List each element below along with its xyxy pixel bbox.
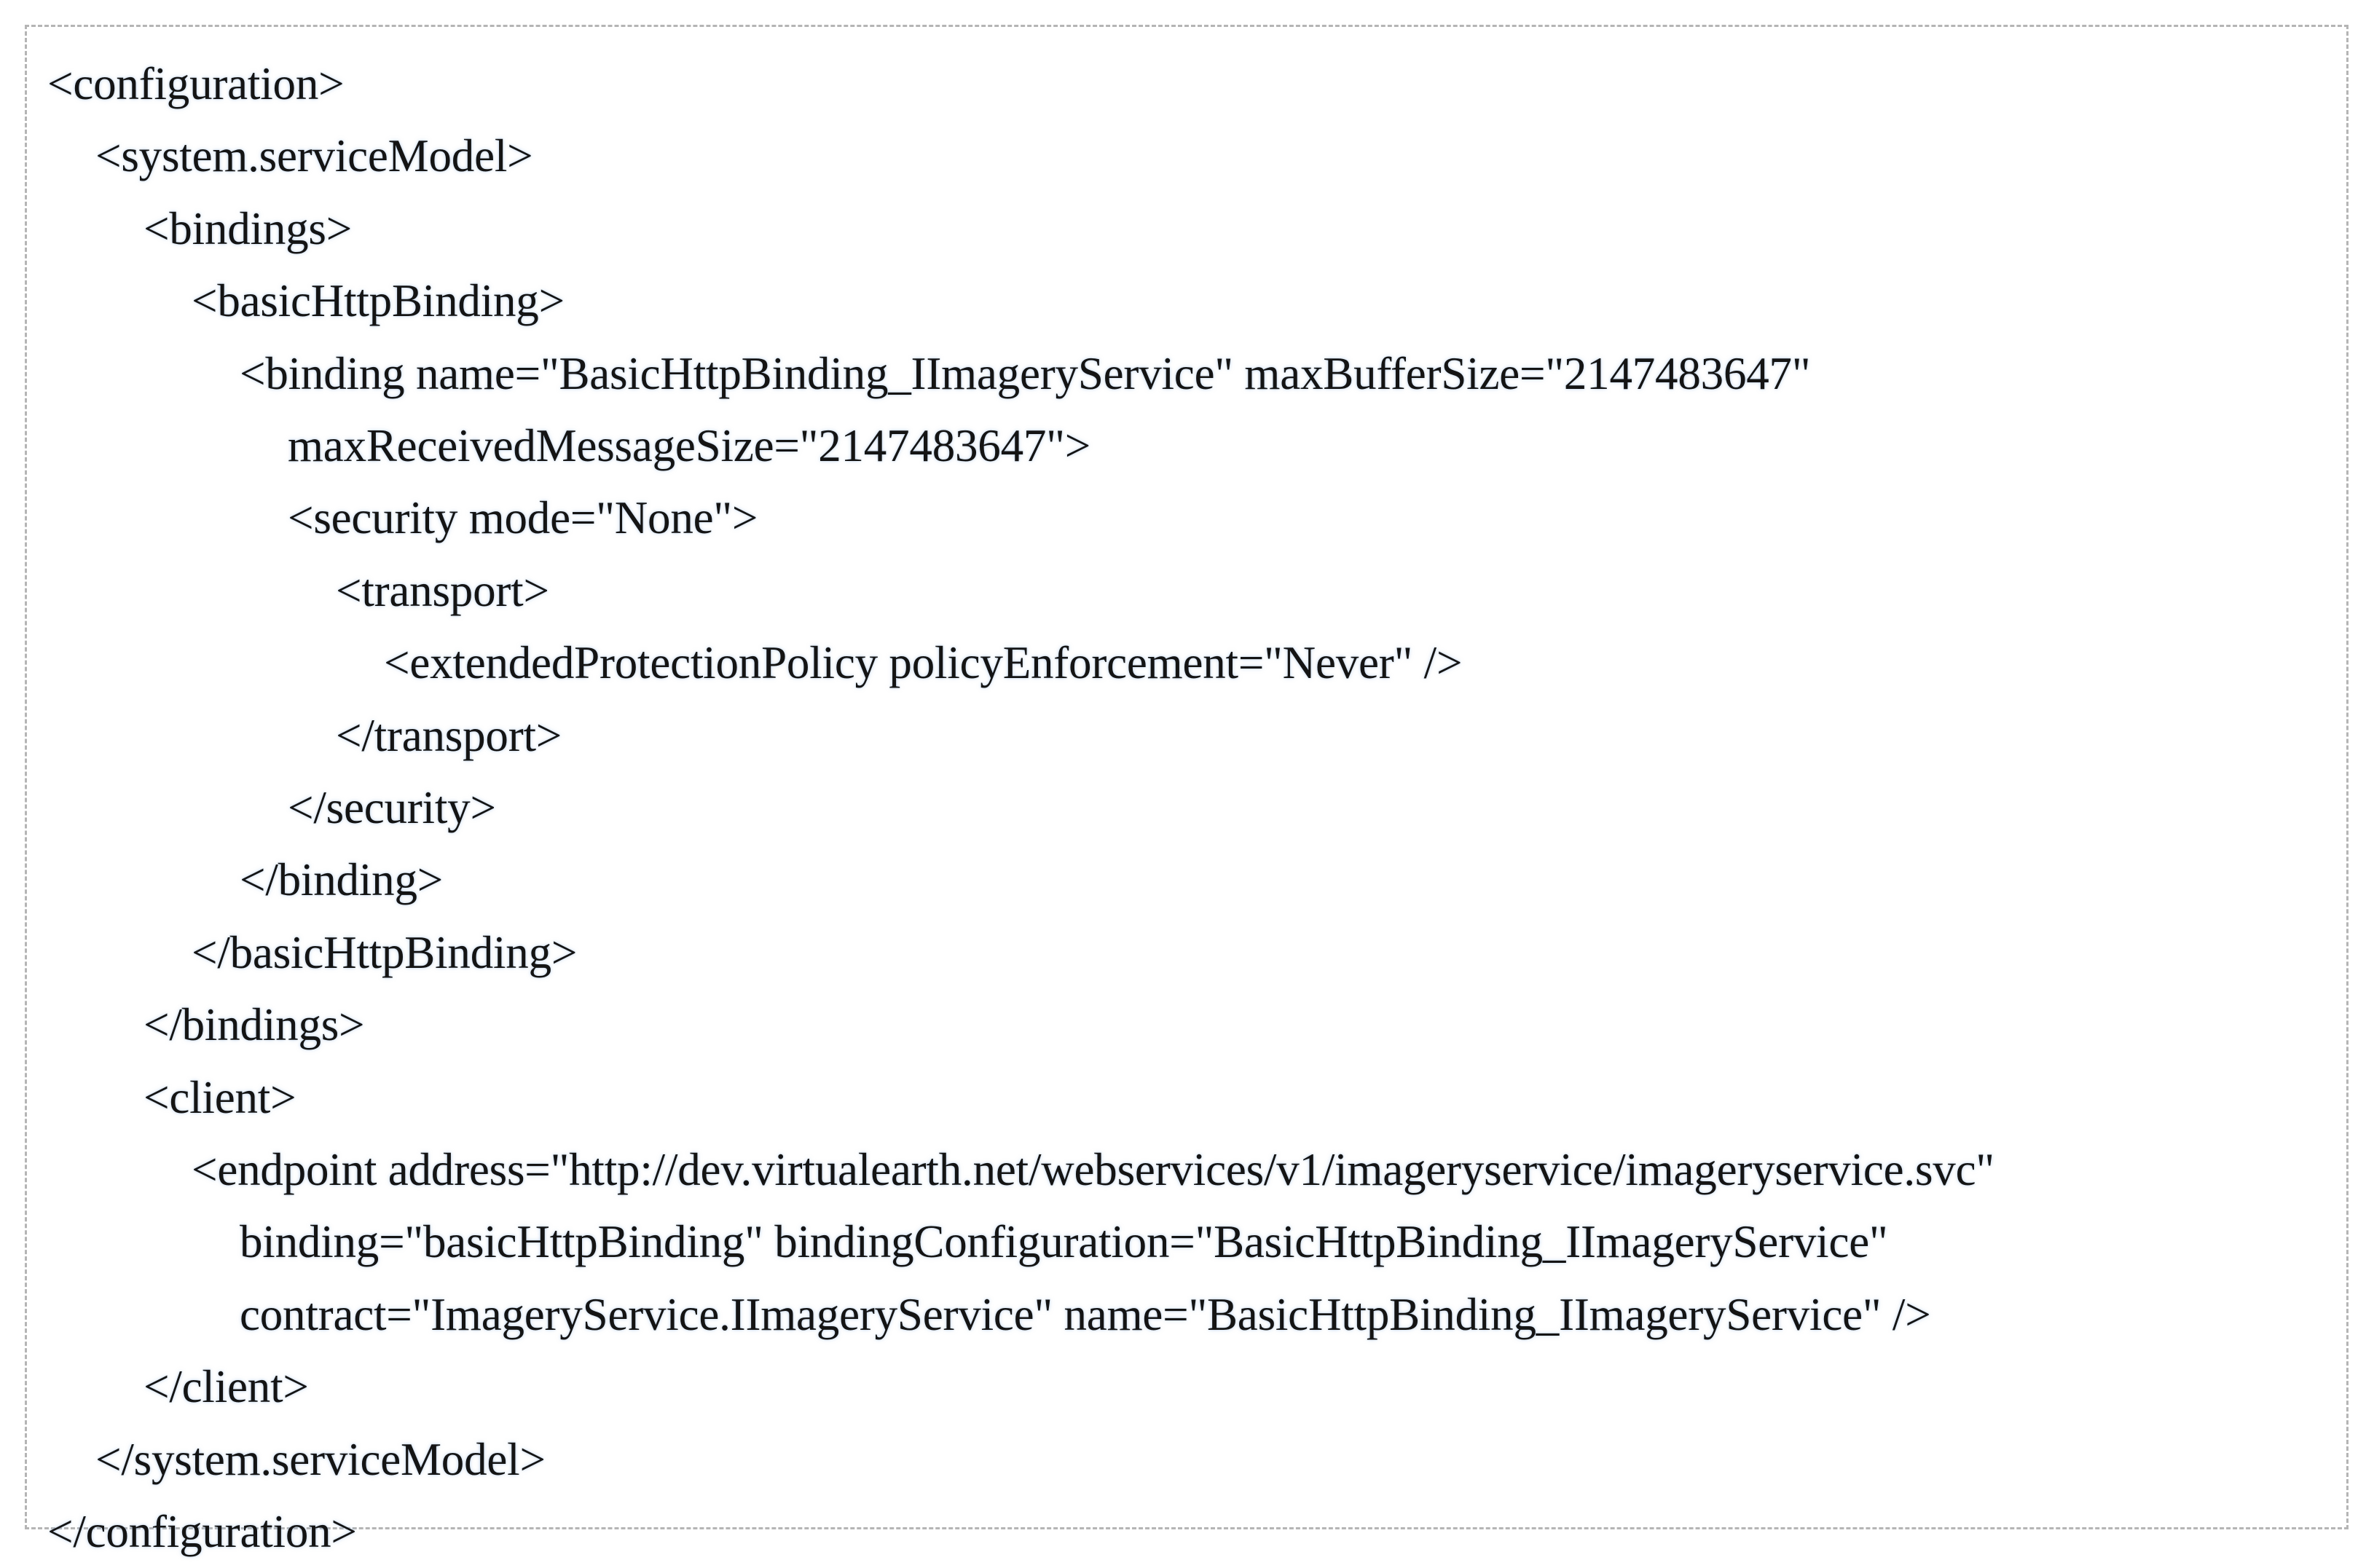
code-line: <basicHttpBinding>: [192, 275, 565, 326]
code-line: </binding>: [240, 854, 444, 905]
code-line: <security mode="None">: [288, 492, 758, 543]
code-line: </security>: [288, 782, 496, 833]
code-line: <bindings>: [144, 203, 353, 254]
code-lines: <configuration> <system.serviceModel> <b…: [27, 27, 2346, 1557]
code-line: <endpoint address="http://dev.virtualear…: [192, 1144, 1994, 1195]
code-line: <client>: [144, 1072, 296, 1123]
code-line: maxReceivedMessageSize="2147483647">: [288, 420, 1091, 471]
code-line: </bindings>: [144, 999, 365, 1050]
code-line: binding="basicHttpBinding" bindingConfig…: [240, 1216, 1888, 1267]
code-line: <transport>: [336, 565, 549, 616]
code-line: contract="ImageryService.IImageryService…: [240, 1289, 1931, 1340]
code-line: </basicHttpBinding>: [192, 927, 578, 978]
code-line: <extendedProtectionPolicy policyEnforcem…: [384, 637, 1463, 688]
code-line: </client>: [144, 1361, 309, 1412]
code-line: </configuration>: [47, 1506, 357, 1557]
code-line: <system.serviceModel>: [95, 130, 533, 181]
code-line: <binding name="BasicHttpBinding_IImagery…: [240, 348, 1811, 399]
code-line: </transport>: [336, 710, 562, 761]
code-listing-box: <configuration> <system.serviceModel> <b…: [25, 25, 2349, 1557]
code-line: <configuration>: [47, 58, 345, 109]
code-line: </system.serviceModel>: [95, 1434, 546, 1485]
